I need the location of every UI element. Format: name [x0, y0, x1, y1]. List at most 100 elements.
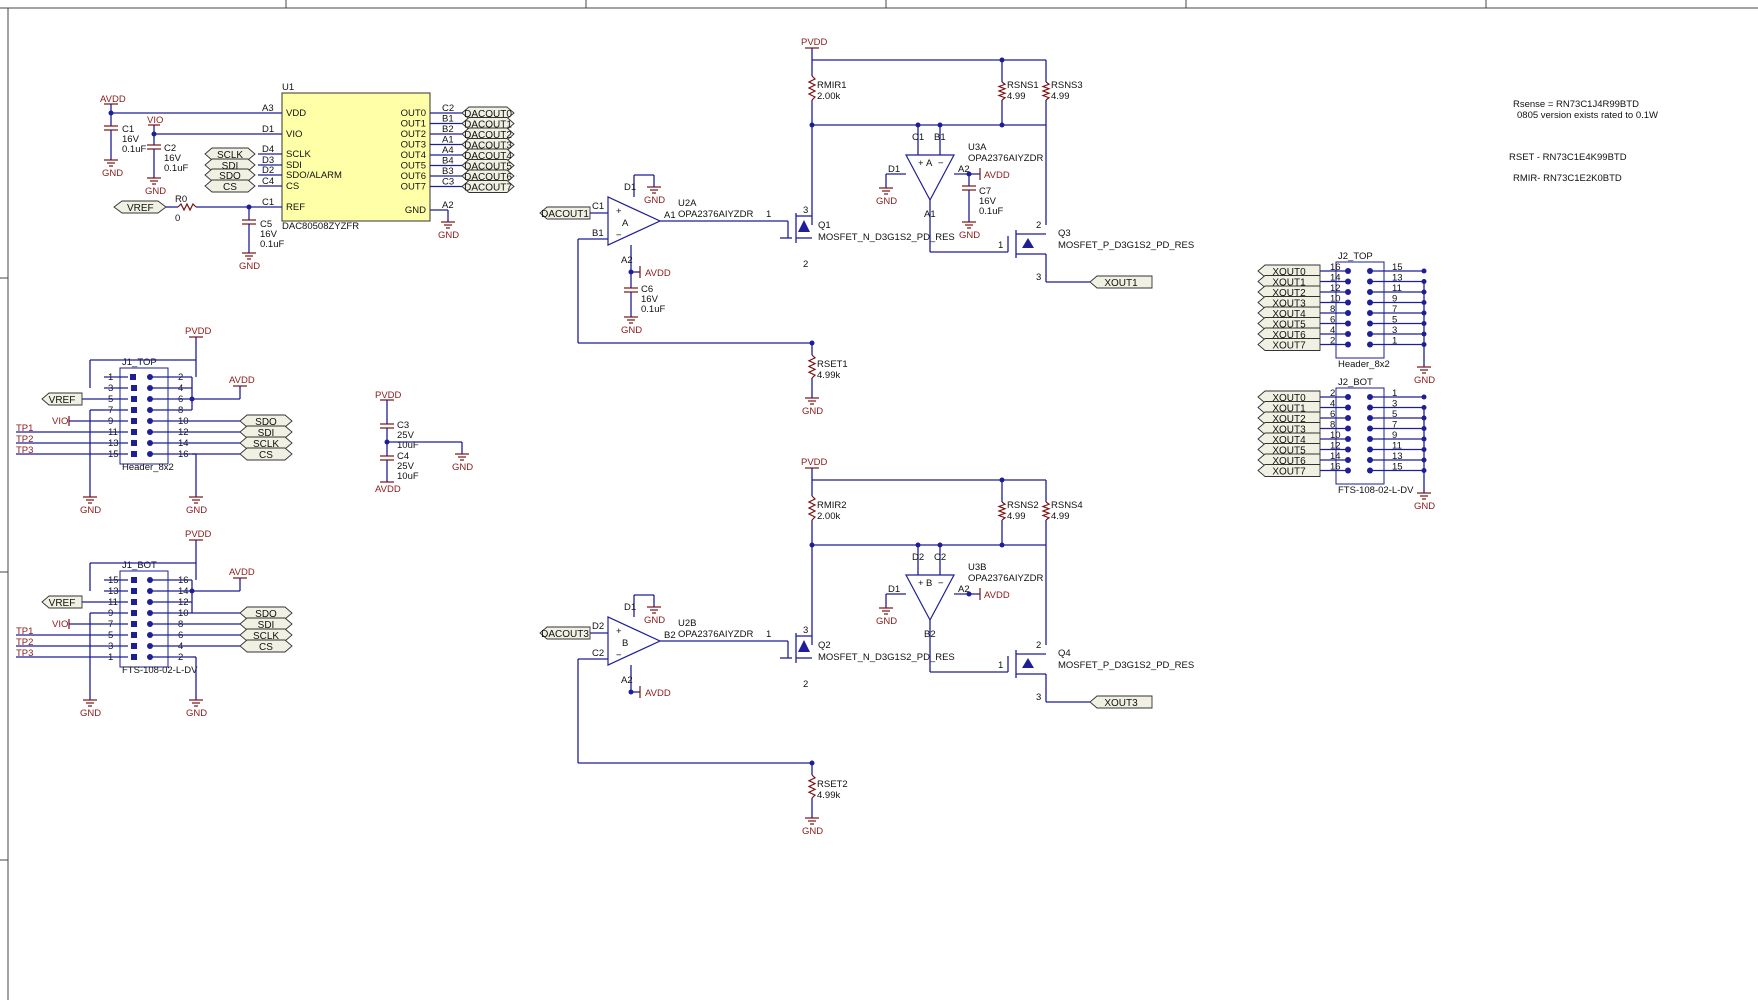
q-pin: 1	[998, 660, 1003, 671]
xout-net-flag	[1089, 695, 1153, 709]
c3-val: 10uF	[397, 440, 419, 451]
c4-v: 25V	[397, 461, 415, 472]
u1-out-name: OUT7	[401, 182, 426, 193]
opamp-minus: −	[616, 230, 622, 241]
j2-top-net-text: XOUT0	[1272, 267, 1306, 278]
avdd-c4: AVDD	[375, 484, 401, 495]
j1-top-pvdd: PVDD	[185, 326, 212, 337]
pin-pad	[131, 418, 137, 424]
j1-top-part: Header_8x2	[122, 462, 174, 473]
pin-pad	[1345, 310, 1351, 316]
xout-net-text: XOUT1	[1104, 278, 1138, 289]
pin-pad	[1367, 278, 1373, 285]
opamp-plus: +	[918, 578, 924, 589]
u1-out-ball: B4	[442, 156, 454, 167]
channel-1-current-source: PVDDRMIR12.00kRSNS14.99RSNS34.99+−AU2AOP…	[539, 37, 1194, 417]
u1-out-name: OUT5	[401, 161, 426, 172]
pin-pad	[1367, 436, 1373, 442]
j1-bot-net-text: CS	[259, 642, 273, 653]
u2-pin: A1	[664, 210, 676, 221]
pin-pad	[1367, 320, 1373, 327]
rset-gnd: GND	[802, 406, 823, 417]
rsns-a-resistor	[997, 501, 1007, 521]
j2-top-part: Header_8x2	[1338, 359, 1390, 370]
q-p-part: MOSFET_P_D3G1S2_PD_RES	[1058, 660, 1194, 671]
c1-v: 16V	[122, 134, 140, 145]
c2-val: 0.1uF	[164, 163, 188, 174]
u2-pin: B2	[664, 630, 676, 641]
j2-bot-pin-right: 11	[1392, 441, 1402, 452]
u3-opamp-symbol	[905, 574, 955, 622]
rsns-b-ref: RSNS3	[1051, 80, 1083, 91]
u2-pin: A2	[621, 255, 633, 266]
u3-part: OPA2376AIYZDR	[968, 573, 1043, 584]
pin-pad	[1367, 404, 1373, 411]
note-rsense: Rsense = RN73C1J4R99BTD	[1513, 99, 1639, 110]
c7-ref: C7	[979, 186, 991, 197]
pin-pad	[1367, 457, 1373, 463]
u1-pin-ball: D1	[262, 124, 274, 135]
q-n-part: MOSFET_N_D3G1S2_PD_RES	[818, 652, 955, 663]
j2-top-pin-right: 1	[1392, 336, 1397, 347]
u2-pin: C1	[592, 201, 604, 212]
q-pin: 1	[998, 240, 1003, 251]
pin-pad	[147, 610, 153, 616]
q-p-ref: Q4	[1058, 648, 1071, 659]
pin-pad	[131, 621, 137, 627]
note-rset: RSET - RN73C1E4K99BTD	[1509, 152, 1627, 163]
j1-top-tp: TP1	[16, 423, 33, 434]
pvdd-label: PVDD	[801, 37, 828, 48]
u3-avdd: AVDD	[984, 170, 1010, 181]
j2-bot-pin-right: 5	[1392, 409, 1397, 420]
rset-gnd: GND	[802, 826, 823, 837]
u1-out-ball: A2	[442, 200, 454, 211]
j2-bot-pin-right: 9	[1392, 430, 1397, 441]
vio-label-u1: VIO	[147, 115, 163, 126]
q-n-part: MOSFET_N_D3G1S2_PD_RES	[818, 232, 955, 243]
u2-pin: A2	[621, 675, 633, 686]
u1-out-name: OUT0	[401, 108, 426, 119]
u2-in-net-text: DACOUT3	[541, 629, 589, 640]
c4-val: 10uF	[397, 471, 419, 482]
pin-pad	[147, 418, 153, 424]
q-p-diode	[1022, 238, 1034, 248]
q-pin: 3	[1036, 692, 1041, 703]
j2-top-pin-left: 6	[1330, 315, 1335, 326]
j2-top-net-text: XOUT4	[1272, 309, 1306, 320]
j2-top-pin-left: 12	[1330, 283, 1341, 294]
j1-top-net-text: SCLK	[253, 439, 279, 450]
avdd-label-u1: AVDD	[100, 94, 126, 105]
ref-wiring: VREF R0 0 C5 16V 0.1uF GND	[113, 194, 284, 272]
u1-out-ball: C3	[442, 177, 454, 188]
opamp-plus: +	[616, 626, 622, 637]
u1-out-name: OUT2	[401, 129, 426, 140]
q-pin: 2	[1036, 640, 1041, 651]
opamp-minus: −	[938, 578, 944, 589]
j1-top-gnd-right: GND	[186, 505, 207, 516]
q-pin: 3	[803, 625, 808, 636]
q-pin: 3	[803, 205, 808, 216]
pin-pad	[1345, 320, 1351, 327]
u3-gnd: GND	[876, 196, 897, 207]
u1-in-net-text: CS	[223, 182, 237, 193]
u2-pin: B1	[592, 228, 604, 239]
xout-net-text: XOUT3	[1104, 698, 1138, 709]
u2-pin: D1	[624, 182, 636, 193]
c3-c4-bulk-caps: PVDD C3 25V 10uF GND C4 25V 10uF AVDD	[375, 390, 473, 495]
u1-pin-ball: A3	[262, 103, 274, 114]
u3-pin: A2	[958, 164, 970, 175]
rsns-b-resistor	[1041, 501, 1051, 521]
dacout-net-text: DACOUT5	[464, 162, 512, 173]
j1-top-net-text: SDO	[255, 417, 277, 428]
pin-pad	[1345, 446, 1351, 453]
j2-top-pin-right: 15	[1392, 262, 1403, 273]
note-rsense-2: 0805 version exists rated to 0.1W	[1517, 110, 1658, 121]
pin-pad	[131, 385, 137, 391]
c5-ref: C5	[260, 219, 272, 230]
j2-top-net-text: XOUT3	[1272, 299, 1306, 310]
u2-ref: U2A	[678, 198, 697, 209]
u3-part: OPA2376AIYZDR	[968, 153, 1043, 164]
pin-pad	[147, 451, 153, 457]
junction-dot	[915, 542, 921, 548]
